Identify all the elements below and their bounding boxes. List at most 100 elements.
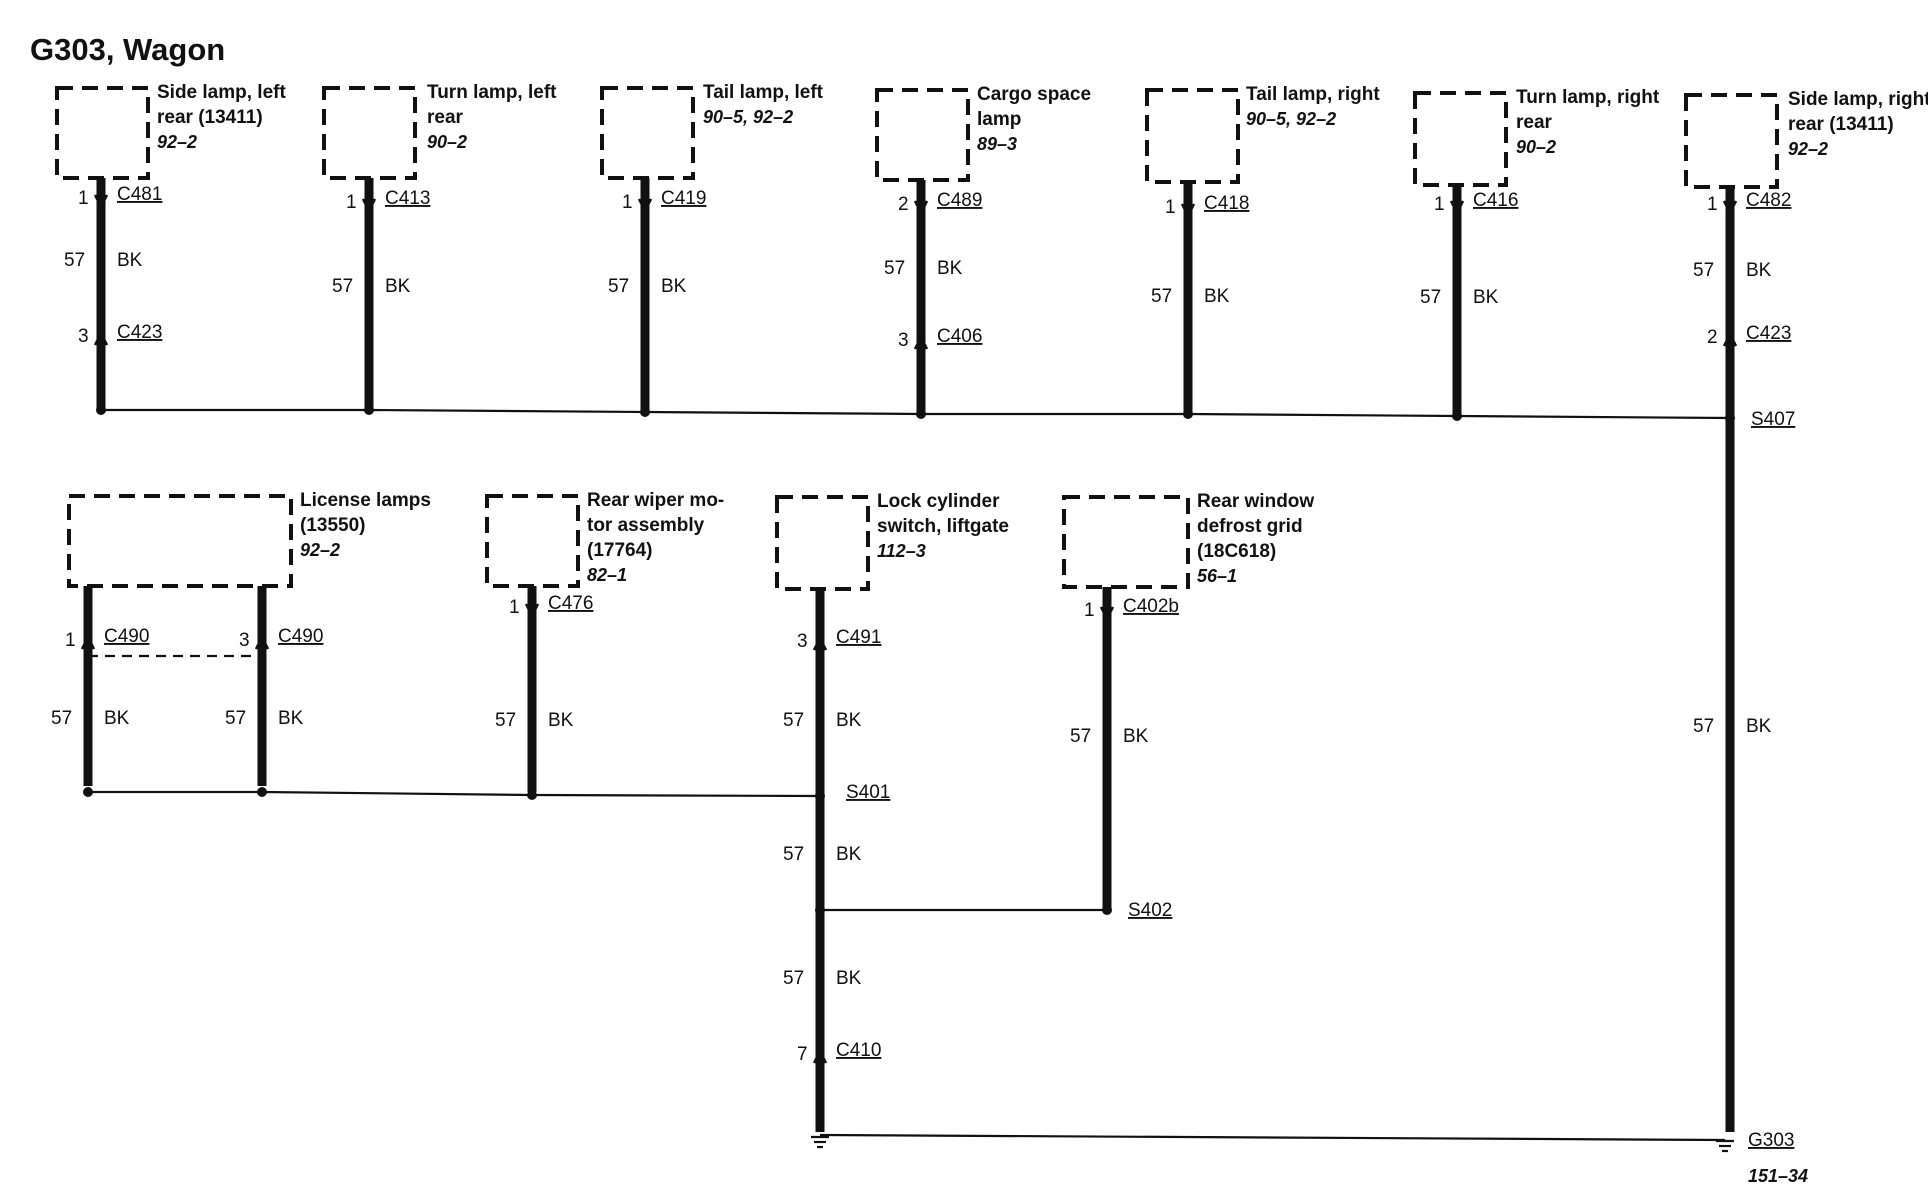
component-tail-lamp-right-box xyxy=(1145,88,1240,184)
component-license-lamps-box xyxy=(67,494,293,588)
defrost-wire-color: BK xyxy=(1123,726,1149,747)
component-tail-lamp-left-name: Tail lamp, left xyxy=(703,82,824,103)
component-rear-wiper-motor-box xyxy=(485,494,580,588)
component-rear-window-defrost-name: defrost grid xyxy=(1197,516,1303,537)
connector-C418-pin: 1 xyxy=(1165,197,1176,218)
connector-pin-mark xyxy=(80,634,96,650)
license-wire-2-circuit: 57 xyxy=(225,708,246,729)
junction-dot xyxy=(815,791,825,801)
component-cargo-space-lamp-name: Cargo space xyxy=(977,84,1091,105)
connector-pin-mark xyxy=(254,634,270,650)
connector-pin-mark xyxy=(1180,203,1196,219)
lock-cylinder-wire-color: BK xyxy=(836,710,862,731)
component-turn-lamp-right-rear-name: Turn lamp, right xyxy=(1516,87,1660,108)
top-wire-3-color: BK xyxy=(937,258,963,279)
top-wire-4-color: BK xyxy=(1204,286,1230,307)
connector-C419-pin: 1 xyxy=(622,192,633,213)
component-turn-lamp-left-rear-name: Turn lamp, left xyxy=(427,82,557,103)
connector-pin-mark xyxy=(1449,200,1465,216)
component-side-lamp-right-rear-page: 92–2 xyxy=(1788,139,1828,159)
connector-C490-pin: 3 xyxy=(239,630,250,651)
connector-pin-mark xyxy=(524,603,540,619)
component-rear-window-defrost-page: 56–1 xyxy=(1197,566,1237,586)
ground-bus xyxy=(819,1133,1726,1142)
connector-pin-mark xyxy=(637,198,653,214)
wires xyxy=(80,178,1738,1153)
component-side-lamp-left-rear-name: rear (13411) xyxy=(157,107,263,128)
ground-G303-page: 151–34 xyxy=(1748,1166,1808,1186)
connector-pin-mark xyxy=(812,1048,828,1064)
component-rear-wiper-motor-page: 82–1 xyxy=(587,565,627,585)
component-turn-lamp-right-rear-name: rear xyxy=(1516,112,1553,133)
component-tail-lamp-right-page: 90–5, 92–2 xyxy=(1246,109,1336,129)
wiper-wire-color: BK xyxy=(548,710,574,731)
component-cargo-space-lamp-page: 89–3 xyxy=(977,134,1017,154)
top-wire-0-color: BK xyxy=(117,250,143,271)
trunk-s401-color: BK xyxy=(836,844,862,865)
top-wire-2-circuit: 57 xyxy=(608,276,629,297)
connector-C489-label: C489 xyxy=(937,190,982,211)
connector-C406-pin: 3 xyxy=(898,330,909,351)
splice-S407-label: S407 xyxy=(1751,409,1795,430)
license-wire-1-circuit: 57 xyxy=(51,708,72,729)
connector-pin-mark xyxy=(1722,200,1738,216)
component-side-lamp-left-rear-name: Side lamp, left xyxy=(157,82,286,103)
component-tail-lamp-left-page: 90–5, 92–2 xyxy=(703,107,793,127)
component-rear-window-defrost-box xyxy=(1062,495,1190,589)
component-cargo-space-lamp-box xyxy=(875,88,970,182)
license-wire-1-color: BK xyxy=(104,708,130,729)
component-rear-wiper-motor-name: tor assembly xyxy=(587,515,705,536)
connector-pin-mark xyxy=(1099,606,1115,622)
component-side-lamp-left-rear-page: 92–2 xyxy=(157,132,197,152)
component-lock-cylinder-switch-name: switch, liftgate xyxy=(877,516,1009,537)
splice-S401-label: S401 xyxy=(846,782,890,803)
component-side-lamp-right-rear-name: rear (13411) xyxy=(1788,114,1894,135)
component-rear-wiper-motor-name: Rear wiper mo- xyxy=(587,490,724,511)
connector-pin-mark xyxy=(93,194,109,210)
splice-S402-label: S402 xyxy=(1128,900,1172,921)
connector-C416-pin: 1 xyxy=(1434,194,1445,215)
top-wire-6-color: BK xyxy=(1746,260,1772,281)
connector-C481-pin: 1 xyxy=(78,188,89,209)
connector-C402b-label: C402b xyxy=(1123,596,1179,617)
components: Side lamp, left rear (13411) 92–2 Turn lamp… xyxy=(55,82,1928,591)
top-wire-6-circuit: 57 xyxy=(1693,260,1714,281)
bottom-bus-s401 xyxy=(88,790,821,798)
connector-C481-label: C481 xyxy=(117,184,162,205)
top-wire-2-color: BK xyxy=(661,276,687,297)
component-turn-lamp-right-rear-page: 90–2 xyxy=(1516,137,1556,157)
connector-C423-pin: 3 xyxy=(78,326,89,347)
top-wire-1-circuit: 57 xyxy=(332,276,353,297)
connector-C406-label: C406 xyxy=(937,326,982,347)
component-lock-cylinder-switch-page: 112–3 xyxy=(877,541,926,561)
connector-C491-label: C491 xyxy=(836,627,881,648)
component-turn-lamp-right-rear-box xyxy=(1413,91,1508,187)
component-rear-window-defrost-name: Rear window xyxy=(1197,491,1314,512)
license-wire-2-color: BK xyxy=(278,708,304,729)
connector-C423-pin: 2 xyxy=(1707,327,1718,348)
component-turn-lamp-left-rear-box xyxy=(322,86,417,180)
connector-C423-label: C423 xyxy=(1746,323,1791,344)
connector-C413-label: C413 xyxy=(385,188,430,209)
component-side-lamp-right-rear-name: Side lamp, right xyxy=(1788,89,1928,110)
component-tail-lamp-left-box xyxy=(600,86,695,180)
diagram-title: G303, Wagon xyxy=(30,32,225,67)
component-license-lamps-name: (13550) xyxy=(300,515,366,536)
defrost-wire-circuit: 57 xyxy=(1070,726,1091,747)
connector-C413-pin: 1 xyxy=(346,192,357,213)
right-ground-wire-color: BK xyxy=(1746,716,1772,737)
connector-C423-label: C423 xyxy=(117,322,162,343)
lock-cylinder-wire-circuit: 57 xyxy=(783,710,804,731)
connector-C418-label: C418 xyxy=(1204,193,1249,214)
component-side-lamp-left-rear-box xyxy=(55,86,150,180)
component-cargo-space-lamp-name: lamp xyxy=(977,109,1021,130)
component-turn-lamp-left-rear-page: 90–2 xyxy=(427,132,467,152)
wiper-wire-circuit: 57 xyxy=(495,710,516,731)
component-rear-wiper-motor-name: (17764) xyxy=(587,540,653,561)
connector-pin-mark xyxy=(913,200,929,216)
top-ground-bus xyxy=(101,408,1731,420)
top-wire-4-circuit: 57 xyxy=(1151,286,1172,307)
right-ground-wire-circuit: 57 xyxy=(1693,716,1714,737)
